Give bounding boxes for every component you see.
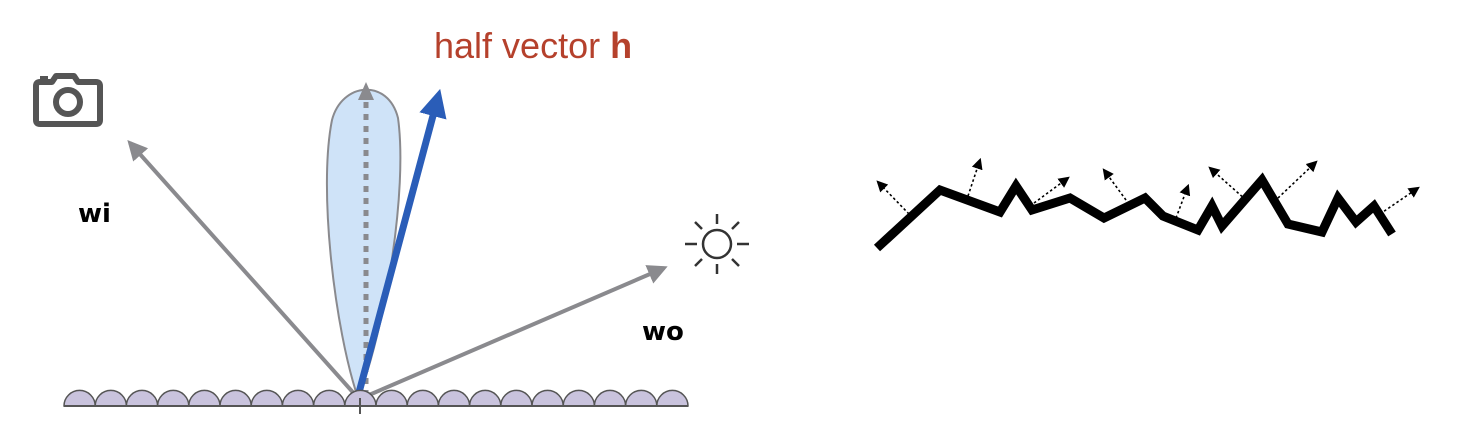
microfacet-bump (188, 389, 221, 407)
surface-normal-arrowhead (358, 82, 374, 100)
microfacet-bump (63, 389, 96, 407)
half-vector-label-prefix: half vector (434, 25, 610, 66)
microfacet-bump (281, 389, 315, 407)
microfacet-bump (94, 389, 128, 407)
microfacet-bump (593, 389, 627, 407)
microfacet-bump (437, 389, 471, 407)
microfacet-bump (312, 389, 346, 407)
microfacet-bump (250, 389, 284, 407)
camera-icon (33, 73, 103, 127)
microfacet-bump (219, 389, 252, 407)
microfacet-bump (406, 389, 440, 407)
microfacet-bump (562, 389, 596, 407)
half-vector-label: half vector h (434, 25, 632, 66)
wo-ray (361, 265, 668, 400)
microfacet-bump-surface (63, 389, 689, 407)
specular-lobe (325, 88, 402, 401)
microfacet-bump (624, 389, 658, 407)
rough-microsurface (873, 172, 1396, 252)
microfacet-bump (156, 389, 190, 407)
half-vector-label-symbol: h (610, 25, 632, 66)
sun-icon (685, 214, 749, 274)
microfacet-bump (656, 389, 689, 407)
wi-ray (127, 140, 360, 400)
microfacet-bump (531, 389, 564, 407)
microfacet-bump (500, 389, 533, 407)
microfacet-bump (468, 389, 502, 407)
wo-label: wo (642, 317, 684, 347)
half-vector-arrow (353, 88, 447, 401)
wi-label: wi (78, 199, 111, 229)
local-normal-arrows (876, 157, 1420, 219)
microfacet-bump (375, 389, 408, 407)
microfacet-bump (125, 389, 159, 407)
